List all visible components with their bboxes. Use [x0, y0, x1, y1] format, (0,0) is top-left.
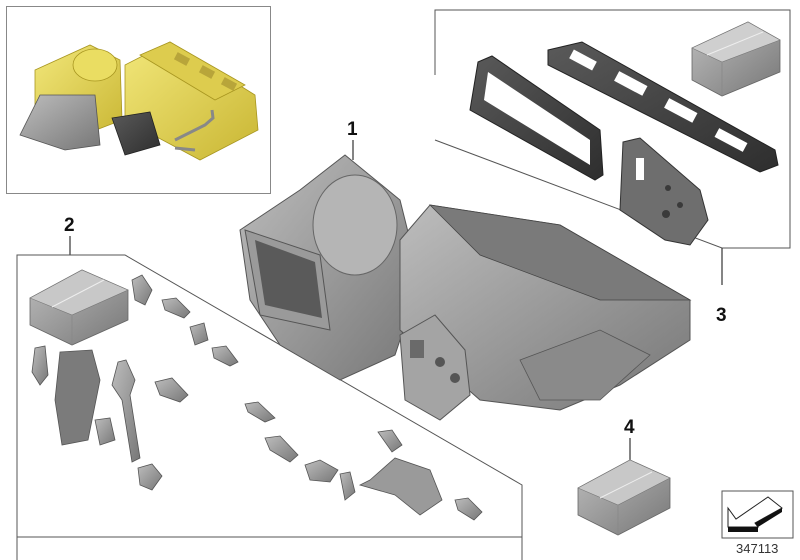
frame-2 — [16, 254, 523, 560]
kit-box-4 — [577, 459, 671, 536]
overview-inset — [6, 6, 271, 194]
callout-3[interactable]: 3 — [716, 305, 727, 326]
main-housing-assembly — [239, 154, 692, 421]
actuator-parts — [31, 274, 483, 521]
kit-box-2 — [29, 269, 129, 346]
image-number: 347113 — [736, 541, 779, 556]
overview-assembly — [19, 41, 259, 161]
back-arrow-icon[interactable] — [721, 490, 794, 539]
seal-kit-parts — [469, 21, 781, 246]
callout-2[interactable]: 2 — [64, 215, 75, 236]
callout-1[interactable]: 1 — [347, 119, 358, 140]
callout-4[interactable]: 4 — [624, 417, 635, 438]
